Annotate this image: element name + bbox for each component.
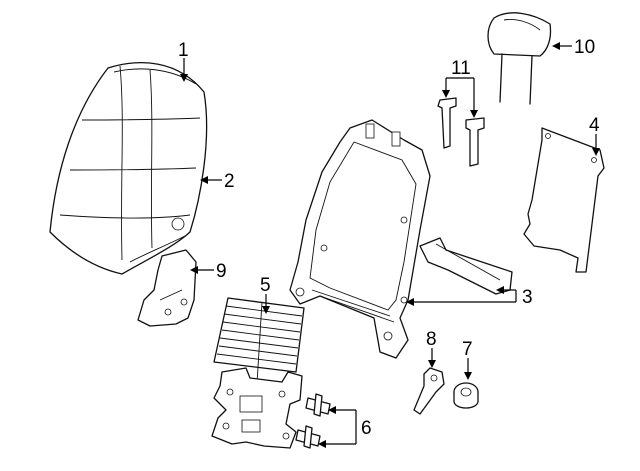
headrest-guide-right: [465, 117, 485, 167]
seat-back-cover: [49, 62, 208, 275]
callout-10: 10: [574, 37, 595, 58]
callout-2: 2: [224, 171, 235, 192]
lumbar-support-plate: [211, 367, 303, 449]
callout-3: 3: [522, 287, 533, 308]
seat-back-frame: [289, 119, 431, 359]
callout-9: 9: [216, 261, 227, 282]
adjuster-upper: [305, 393, 331, 417]
knob: [453, 382, 479, 409]
callout-5: 5: [260, 275, 271, 296]
callout-11: 11: [451, 58, 471, 79]
callout-6: 6: [361, 418, 372, 439]
callout-lines: [180, 42, 600, 448]
back-panel: [523, 127, 605, 273]
release-handle: [413, 367, 445, 415]
adjuster-lower: [295, 425, 321, 449]
callout-4: 4: [589, 115, 600, 136]
headrest: [487, 12, 552, 105]
side-bracket: [137, 249, 197, 327]
callout-1: 1: [178, 40, 189, 61]
callout-7: 7: [462, 339, 473, 360]
callout-8: 8: [426, 329, 437, 350]
recliner-rod: [419, 237, 513, 295]
headrest-guide-left: [437, 97, 457, 149]
spring-mat: [213, 297, 305, 401]
